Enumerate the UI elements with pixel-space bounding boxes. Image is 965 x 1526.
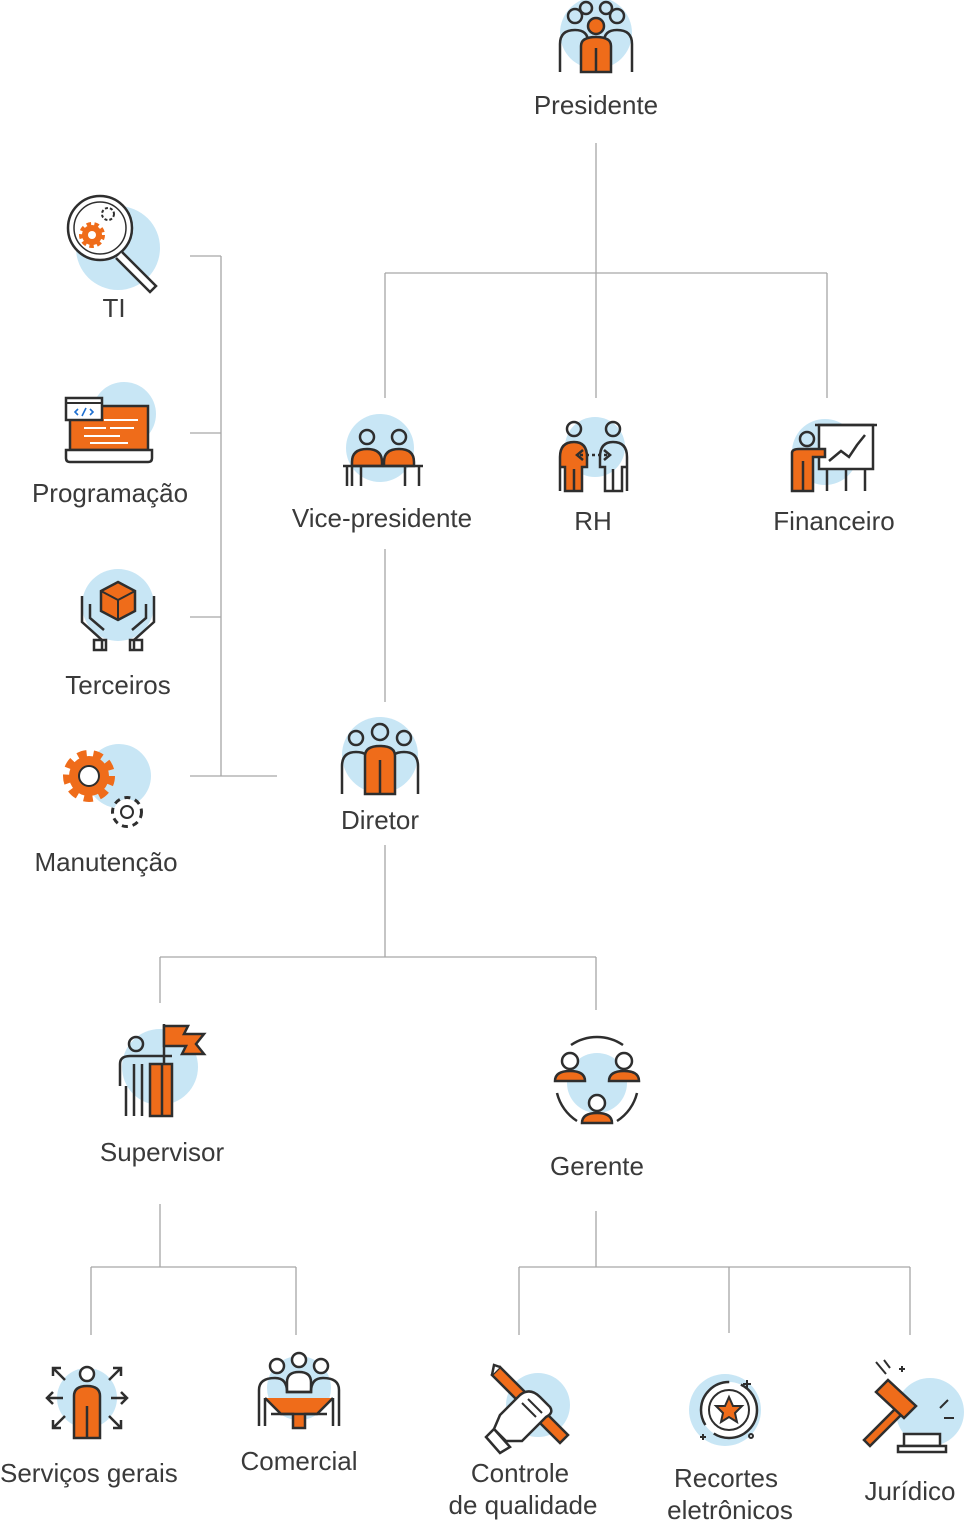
group-icon: [340, 717, 420, 796]
node-label-gerente: Gerente: [550, 1151, 644, 1181]
node-label-juridico: Jurídico: [864, 1476, 956, 1506]
presentation-chart-icon: [790, 419, 877, 493]
gavel-icon: [862, 1359, 964, 1454]
node-label-ti: TI: [102, 293, 126, 323]
node-label-vice-presidente: Vice-presidente: [291, 503, 473, 533]
node-label-controle-line1: Controle: [470, 1458, 570, 1488]
connector-lines: [90, 143, 911, 1335]
node-label-recortes-line1: Recortes: [673, 1463, 779, 1493]
node-label-supervisor: Supervisor: [99, 1137, 225, 1167]
group-icon: [558, 0, 634, 74]
exchange-people-icon: [558, 417, 629, 493]
hands-box-icon: [80, 569, 156, 652]
node-label-programacao: Programação: [31, 478, 189, 508]
node-label-manutencao: Manutenção: [34, 847, 178, 877]
node-label-diretor: Diretor: [340, 805, 419, 835]
node-label-controle-line2: de qualidade: [448, 1490, 598, 1520]
hand-pencil-icon: [484, 1363, 570, 1455]
meeting-icon: [343, 414, 423, 486]
node-label-presidente: Presidente: [533, 90, 659, 120]
node-label-recortes-line2: eletrônicos: [667, 1495, 793, 1525]
star-badge-icon: [689, 1374, 761, 1446]
gears-icon: [63, 744, 151, 828]
person-arrows-icon: [45, 1365, 129, 1440]
team-circle-icon: [553, 1035, 641, 1125]
magnifier-gear-icon: [66, 194, 160, 294]
laptop-code-icon: [64, 382, 156, 464]
node-label-terceiros: Terceiros: [65, 670, 171, 700]
person-flag-icon: [118, 1024, 207, 1118]
team-table-icon: [257, 1351, 341, 1430]
node-label-rh: RH: [574, 506, 612, 536]
node-label-financeiro: Financeiro: [773, 506, 895, 536]
node-label-comercial: Comercial: [240, 1446, 358, 1476]
node-label-servicos-gerais: Serviços gerais: [0, 1458, 178, 1488]
